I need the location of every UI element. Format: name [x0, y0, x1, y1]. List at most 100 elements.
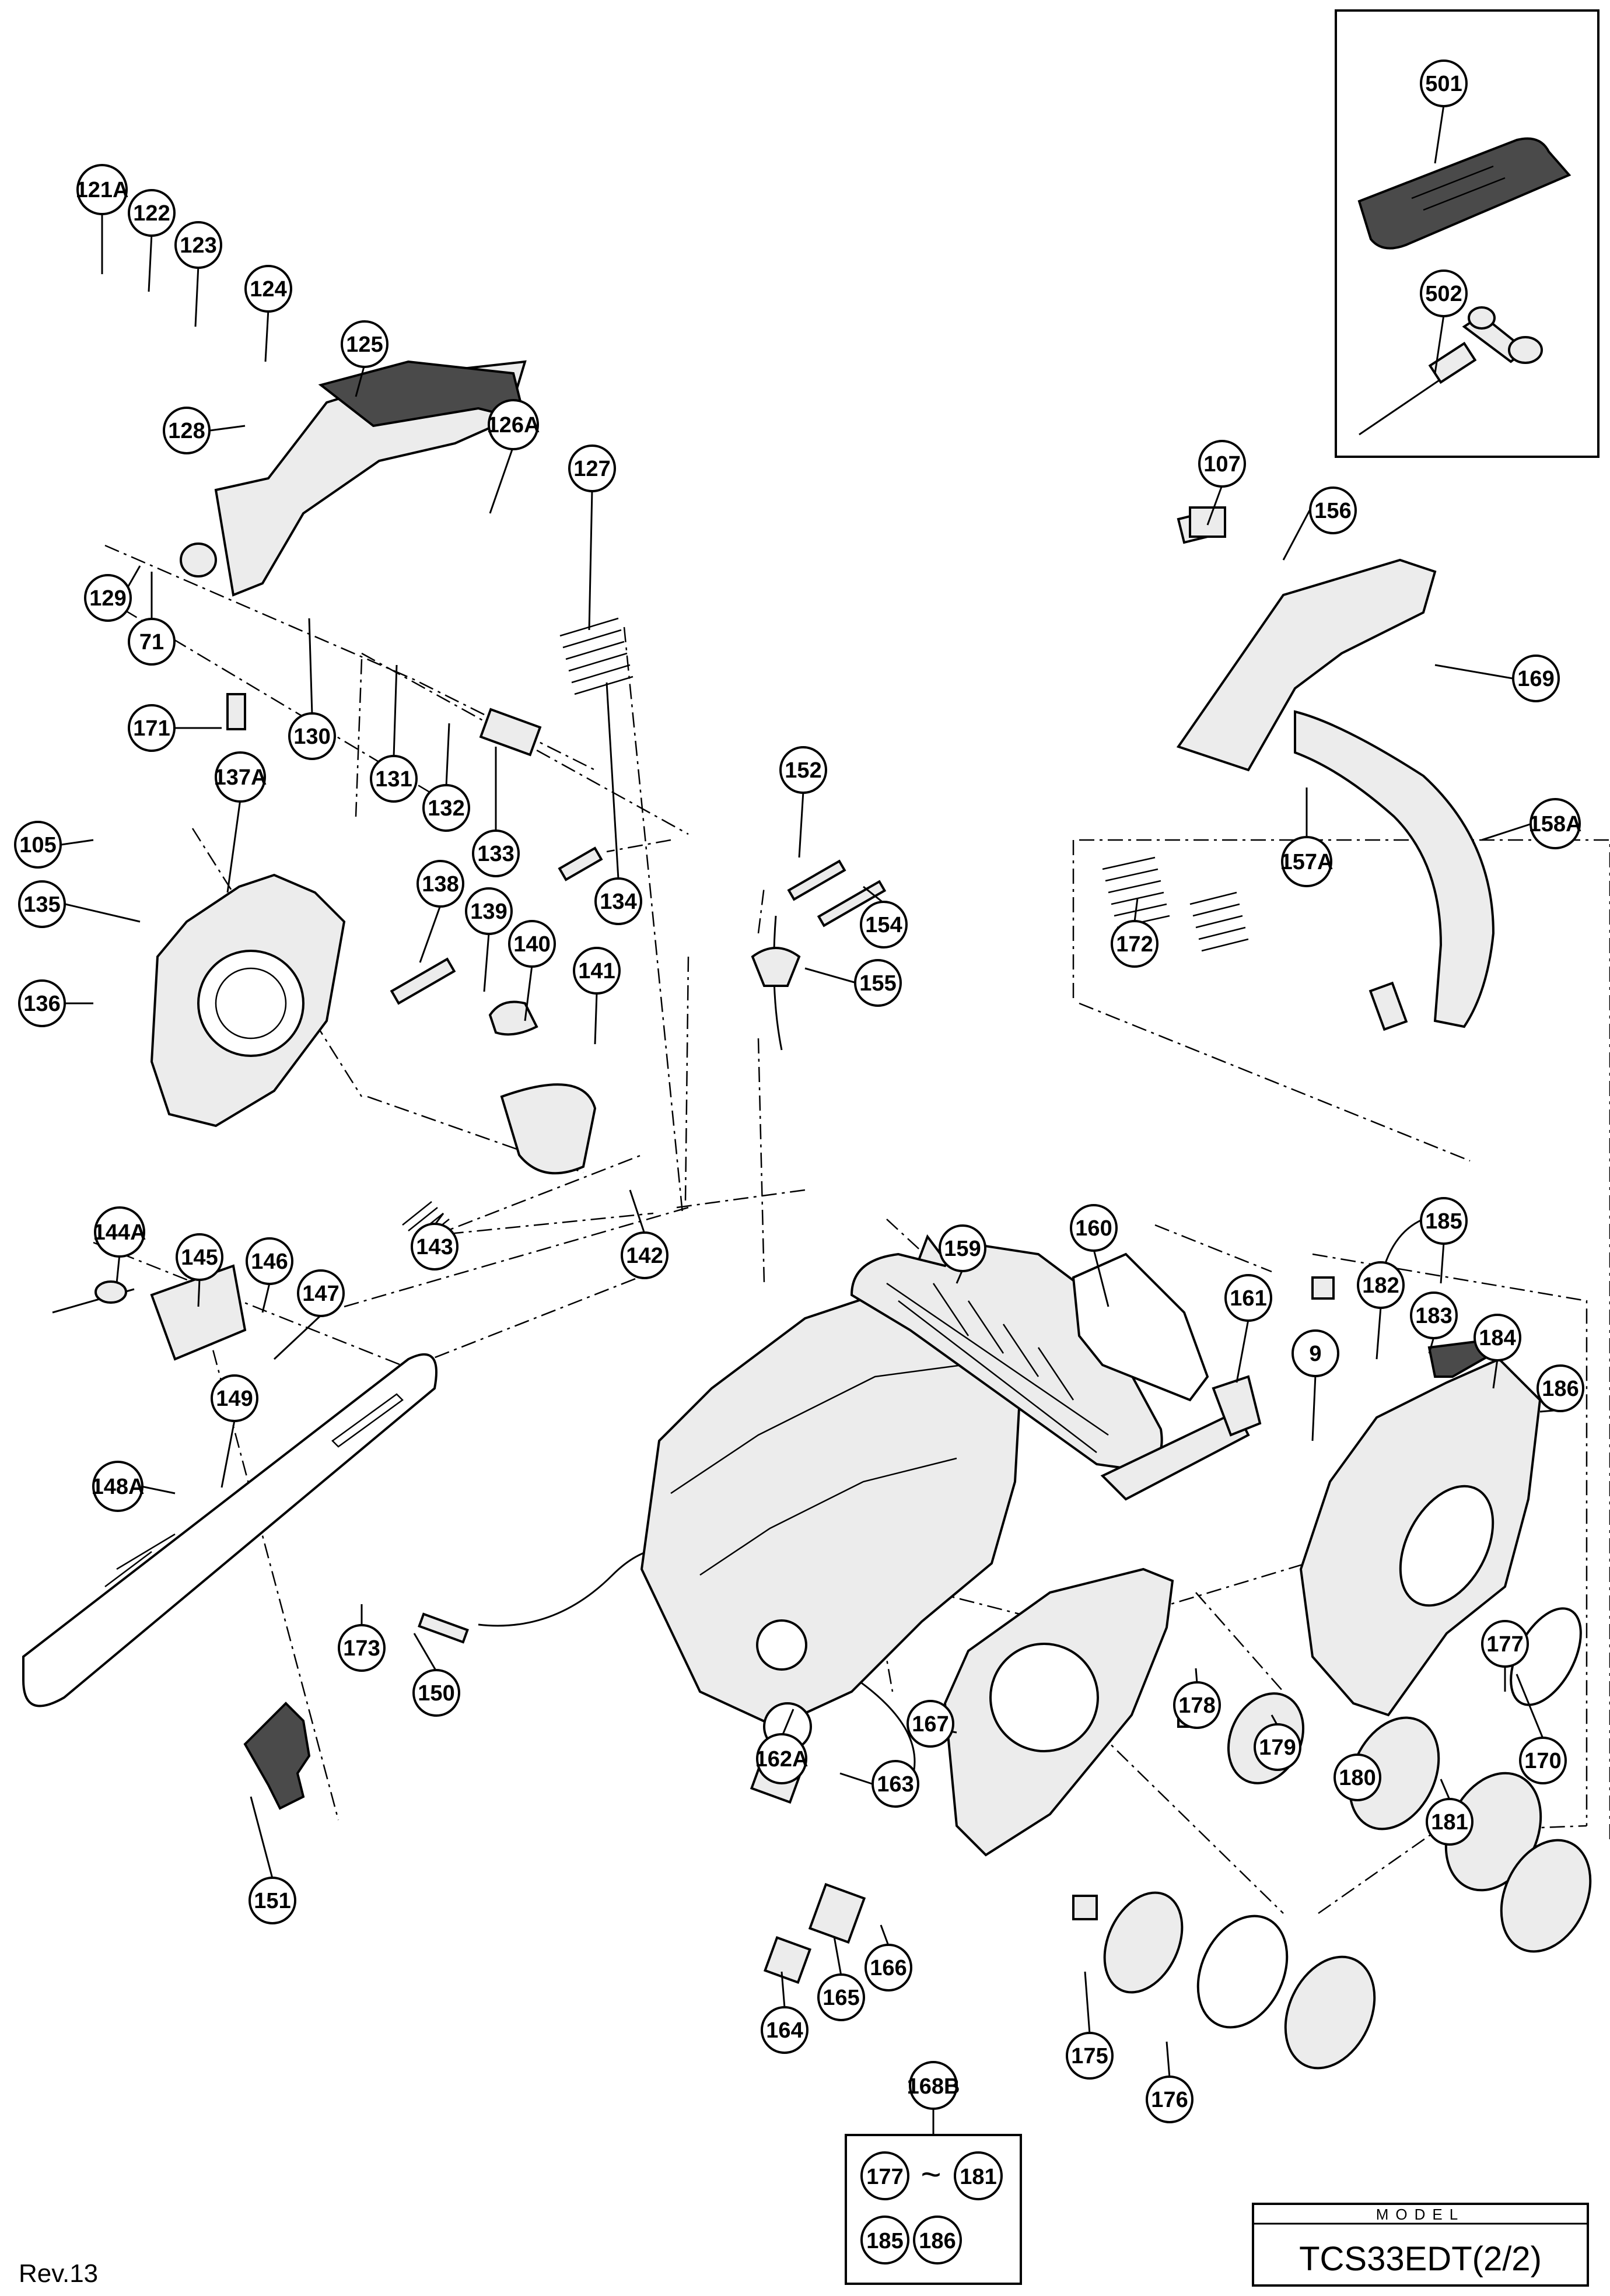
callout-number: 125 [346, 332, 383, 357]
callout-number: 128 [168, 419, 205, 443]
callout-number: 179 [1259, 1735, 1296, 1760]
callout-circle [1281, 836, 1332, 887]
part-callout-179: 179 [1254, 1723, 1301, 1771]
leader-line [220, 1420, 236, 1488]
callout-circle [1066, 2032, 1114, 2080]
callout-number: 155 [859, 971, 896, 996]
guide-bar [22, 1353, 438, 1707]
callout-number: 160 [1075, 1216, 1112, 1241]
leader-line [863, 886, 884, 904]
part-callout-122: 122 [128, 189, 176, 237]
callout-number: 130 [293, 724, 330, 749]
part-callout-155: 155 [854, 959, 902, 1007]
callout-circle [1420, 270, 1468, 317]
callout-circle [1420, 1197, 1468, 1245]
callout-number: 107 [1203, 452, 1240, 477]
combination-wrench [1359, 306, 1543, 436]
leader-line [1428, 1336, 1435, 1354]
leader-line [1195, 1668, 1198, 1684]
part-callout-140: 140 [508, 920, 556, 968]
part-callout-154: 154 [860, 901, 908, 949]
callout-number: 151 [254, 1889, 290, 1913]
callout-circle [416, 860, 464, 908]
leader-line [629, 1189, 646, 1234]
callout-circle [176, 1233, 223, 1281]
leader-line [1236, 1319, 1250, 1383]
callout-circle [854, 959, 902, 1007]
callout-circle [92, 1461, 144, 1512]
callout-circle [244, 265, 292, 313]
leader-line [780, 1709, 794, 1738]
callout-number: 177 [1486, 1632, 1523, 1657]
callout-circle [1512, 654, 1560, 702]
callout-number: 133 [477, 842, 514, 866]
leader-line [524, 965, 533, 1021]
callout-number: 167 [912, 1712, 949, 1737]
callout-circle [128, 189, 176, 237]
model-header: MODEL [1376, 2206, 1465, 2223]
callout-circle [341, 320, 388, 368]
part-callout-146: 146 [246, 1237, 293, 1285]
callout-circle [1357, 1261, 1405, 1309]
vibration-springs [559, 617, 1249, 952]
callout-circle [508, 920, 556, 968]
callout-number: 105 [19, 833, 56, 858]
part-callout-175: 175 [1066, 2032, 1114, 2080]
callout-circle [621, 1231, 668, 1279]
callout-circle [249, 1877, 296, 1924]
part-callout-172: 172 [1111, 920, 1158, 968]
leader-line [250, 1796, 274, 1879]
callout-circle [128, 704, 176, 752]
part-callout-170: 170 [1519, 1737, 1567, 1784]
part-callout-161: 161 [1224, 1274, 1272, 1322]
callout-circle [1519, 1737, 1567, 1784]
leader-line [880, 1924, 890, 1946]
kit-label: 168B [907, 2074, 960, 2099]
callout-circle [128, 618, 176, 666]
tensioner-and-plate [52, 1264, 247, 1361]
leader-line [1440, 1779, 1451, 1800]
callout-number: 139 [470, 900, 507, 924]
callout-circle [761, 2006, 808, 2054]
callout-number: 154 [865, 913, 902, 937]
callout-circle [488, 399, 539, 450]
callout-number: 162A [755, 1747, 808, 1772]
callout-number: 164 [766, 2018, 803, 2043]
callout-number: 178 [1178, 1693, 1215, 1718]
recoil-starter-parts [1103, 1692, 1592, 2070]
callout-number: 180 [1339, 1766, 1376, 1790]
part-callout-130: 130 [288, 712, 336, 760]
leader-line [588, 489, 593, 631]
part-callout-149: 149 [211, 1374, 258, 1422]
model-box: MODEL TCS33EDT(2/2) [1252, 2203, 1589, 2287]
accessory-box [1335, 9, 1600, 458]
part-callout-126a: 126A [487, 399, 540, 450]
part-callout-125: 125 [341, 320, 388, 368]
callout-number: 170 [1524, 1749, 1561, 1773]
callout-circle [1474, 1314, 1521, 1362]
leader-line [1481, 822, 1532, 841]
callout-circle [412, 1669, 460, 1717]
callout-circle [1146, 2076, 1194, 2123]
leader-line [1434, 104, 1445, 164]
callout-number: 185 [1425, 1209, 1462, 1234]
callout-circle [246, 1237, 293, 1285]
callout-circle [1530, 798, 1581, 849]
callout-number: 181 [1431, 1810, 1468, 1835]
bumper-spike [243, 1702, 311, 1810]
callout-number: 152 [785, 758, 821, 783]
callout-number: 166 [870, 1956, 907, 1980]
callout-number: 138 [422, 872, 459, 897]
callout-circle [163, 407, 211, 454]
callout-number: 127 [573, 457, 610, 481]
part-callout-144a: 144A [93, 1206, 146, 1258]
leader-line [209, 425, 246, 432]
part-callout-138: 138 [416, 860, 464, 908]
callout-circle [573, 947, 621, 995]
callout-number: 145 [181, 1245, 218, 1270]
callout-number: 142 [626, 1244, 663, 1268]
callout-circle [465, 887, 513, 935]
part-callout-132: 132 [422, 784, 470, 832]
callout-number: 124 [250, 277, 286, 302]
callout-number: 136 [23, 992, 60, 1016]
